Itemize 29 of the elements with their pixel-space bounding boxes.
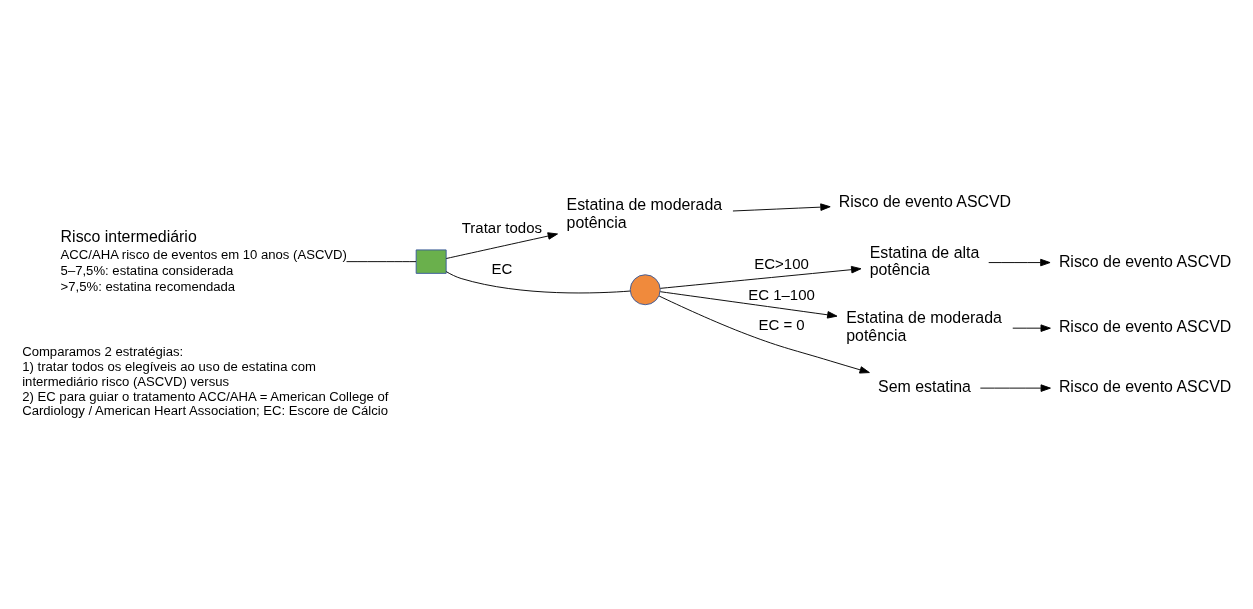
connector [445,271,631,294]
node-text: Risco de evento ASCVD [1058,378,1232,396]
arrow [445,232,558,259]
arrow [659,291,838,319]
edge-label: EC = 0 [758,315,805,333]
node-text: Sem estatina [878,378,971,396]
label: 1) tratar todos os elegíveis ao uso de estatina com intermediário risco (ASCVD) versus [22,359,316,389]
node-circle [629,274,661,306]
node-text: Risco intermediário ACC/AHA risco de eventos em 10 anos (ASCVD) 5–7,5%: estatina considerada >7,5%: estatina recomendada [60,227,347,294]
arrow [988,258,1051,267]
node-text: Risco de evento ASCVD [838,192,1012,210]
node-text: Estatina de alta potência [869,243,980,279]
edge-label: Tratar todos [461,219,543,237]
node-box [415,249,447,274]
arrow [732,203,831,212]
node-text: Estatina de moderada potência [846,309,1002,344]
connector [346,261,417,263]
label: 2) EC para guiar o tratamento ACC/AHA = American College of Cardiology / American Heart Association; EC: Escore de Cálcio [22,389,389,419]
node-text: Risco de evento ASCVD [1058,252,1232,270]
label: Comparamos 2 estratégias: [22,343,184,359]
arrow [659,265,862,289]
node-text: Estatina de moderada potência [566,195,723,231]
arrow [658,295,870,374]
edge-label: EC>100 [754,254,809,272]
edge-label: EC [491,259,513,277]
edge-label: EC 1–100 [748,285,815,303]
node-text: Risco de evento ASCVD [1058,318,1232,336]
arrow [1012,324,1051,332]
arrow [979,384,1051,392]
